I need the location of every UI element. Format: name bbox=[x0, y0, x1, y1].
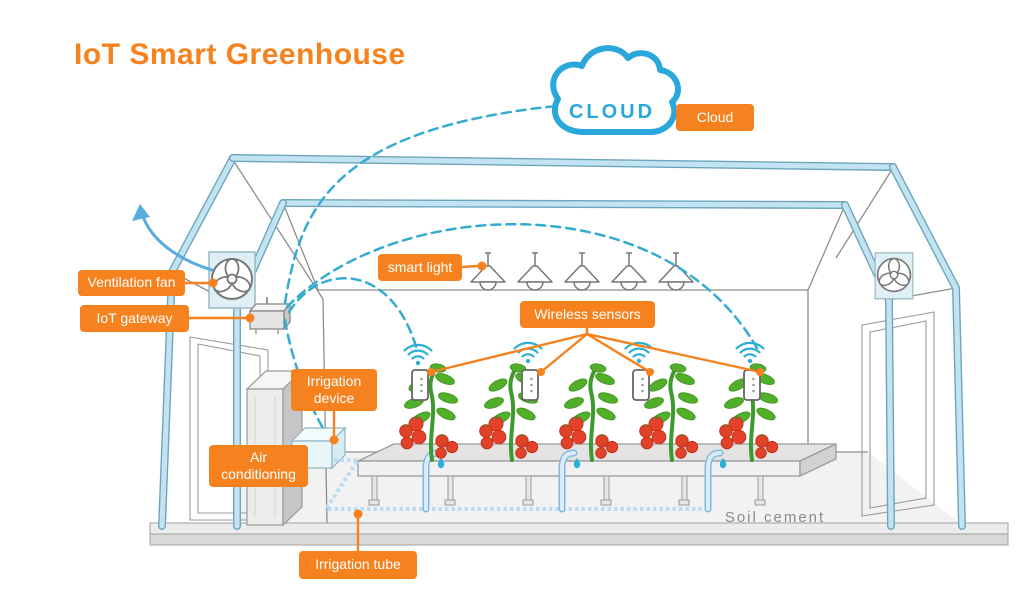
greenhouse-structure-lines bbox=[171, 159, 957, 524]
wireless-sensor bbox=[632, 369, 650, 401]
cloud-icon: CLOUD bbox=[550, 45, 681, 135]
label-connectors bbox=[184, 261, 764, 551]
wireless-sensors-row bbox=[403, 341, 765, 401]
wifi-icon bbox=[403, 343, 433, 367]
smart-light-icon bbox=[470, 252, 506, 291]
label-ventilation-fan: Ventilation fan bbox=[78, 270, 185, 296]
airflow-arrow bbox=[132, 204, 214, 272]
wifi-icon bbox=[735, 341, 765, 365]
label-irrigation-tube: Irrigation tube bbox=[299, 551, 417, 579]
ventilation-fan-right-icon bbox=[874, 252, 914, 300]
cloud-icon-text: CLOUD bbox=[569, 101, 655, 123]
label-irrigation-device: Irrigation device bbox=[291, 369, 377, 411]
label-cloud: Cloud bbox=[676, 104, 754, 131]
tomato-plants-row bbox=[397, 360, 781, 462]
label-wireless-sensors: Wireless sensors bbox=[520, 301, 655, 328]
wireless-sensor bbox=[411, 369, 429, 401]
smart-light-icon bbox=[658, 252, 694, 291]
label-air-conditioning: Air conditioning bbox=[209, 445, 308, 487]
wireless-sensor bbox=[521, 369, 539, 401]
label-smart-light: smart light bbox=[378, 254, 462, 281]
soil-cement-label: Soil cement bbox=[725, 509, 825, 526]
page-title: IoT Smart Greenhouse bbox=[74, 38, 406, 71]
label-iot-gateway: IoT gateway bbox=[80, 305, 189, 332]
tomato-plant bbox=[557, 360, 621, 462]
smart-lights-row bbox=[470, 252, 694, 291]
smart-light-icon bbox=[564, 252, 600, 291]
tomato-plant bbox=[397, 360, 461, 462]
smart-light-icon bbox=[517, 252, 553, 291]
smart-light-icon bbox=[611, 252, 647, 291]
